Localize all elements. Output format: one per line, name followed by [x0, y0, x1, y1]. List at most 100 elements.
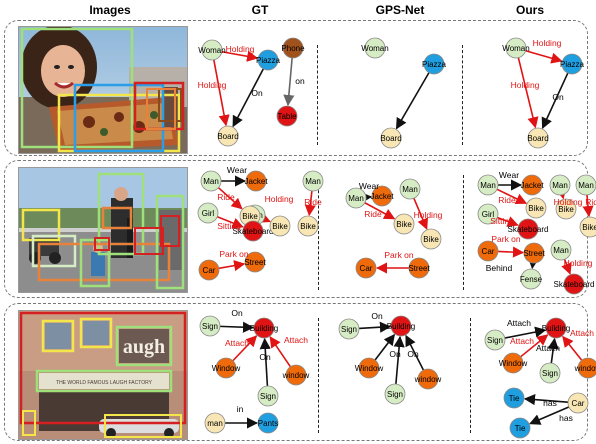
edge-label-window1-building: Attach: [225, 338, 249, 348]
node-label-sign2: Sign: [387, 390, 403, 399]
node-label-bike3: Bike: [300, 222, 316, 231]
node-label-window2: window: [574, 364, 596, 373]
node-label-bike2: Bike: [272, 222, 288, 231]
node-sign2: [257, 385, 279, 407]
edge-label-man2-bike2: Holding: [554, 197, 583, 207]
node-car: [567, 392, 589, 414]
node-woman: [201, 39, 223, 61]
edge-label-sign1-building: On: [231, 308, 243, 318]
edge-car-tie1: [523, 394, 569, 406]
node-girl: [477, 203, 499, 225]
separator-r3-a: [318, 318, 319, 433]
node-street: [408, 257, 430, 279]
edge-man1-bike1: [217, 187, 243, 210]
node-board: [217, 125, 239, 147]
node-label-sign1: Sign: [341, 325, 357, 334]
node-man3: [575, 174, 596, 196]
node-skateboard2: [563, 273, 585, 295]
header-gpsnet: GPS-Net: [375, 3, 425, 17]
node-bike2: [269, 215, 291, 237]
edge-man3-bike3: [582, 194, 594, 218]
edge-sign2-building: [259, 337, 271, 387]
node-label-window2: window: [414, 375, 442, 384]
node-fense: [520, 268, 542, 290]
edge-car-tie2: [529, 406, 570, 425]
edge-label-sign2-building: On: [389, 349, 401, 359]
node-man1: [345, 187, 367, 209]
separator-r1-b: [462, 45, 463, 145]
edge-label-window2-building: Attach: [284, 335, 308, 345]
node-label-sign2: Sign: [260, 392, 276, 401]
edge-label-man1-jacket: Wear: [227, 165, 247, 175]
node-sign1: [338, 318, 360, 340]
node-man: [204, 412, 226, 434]
node-sign1: [484, 329, 506, 351]
node-label-bike2: Bike: [558, 205, 574, 214]
node-label-man1: Man: [348, 194, 364, 203]
node-pants: [257, 412, 279, 434]
node-jacket: [371, 185, 393, 207]
edge-woman-board: [517, 57, 539, 129]
node-bike2: [555, 198, 577, 220]
edge-car-street: [218, 260, 246, 272]
node-man1: [477, 174, 499, 196]
node-skateboard: [242, 220, 264, 242]
node-label-skateboard1: Skateboard: [508, 225, 549, 234]
edge-label-man1-bike1: Ride: [364, 209, 382, 219]
separator-r2-a: [318, 175, 319, 290]
shop-banner-text: THE WORLD FAMOUS LAUGH FACTORY: [56, 380, 153, 386]
node-window2: [417, 368, 439, 390]
edge-label-man3-bike3: Ride: [304, 197, 322, 207]
node-label-bike1: Bike: [242, 212, 258, 221]
edge-label-man1-jacket: Wear: [359, 181, 379, 191]
node-sign2: [539, 362, 561, 384]
edge-man2-bike2: [258, 212, 271, 223]
node-jacket: [521, 174, 543, 196]
node-girl: [197, 202, 219, 224]
edge-label-sign2-building: Attach: [536, 343, 560, 353]
edge-phone-table: [283, 57, 295, 107]
edge-label-man2-bike2: Holding: [265, 194, 294, 204]
node-label-sign1: Sign: [202, 322, 218, 331]
edge-label-phone-table: on: [295, 76, 305, 86]
edge-sign1-building: [358, 321, 392, 333]
edge-label-man3-bike3: Ride: [585, 197, 596, 207]
node-label-man3: Man: [305, 177, 321, 186]
separator-r2-b: [463, 175, 464, 290]
node-sign2: [384, 383, 406, 405]
node-label-man1: Man: [480, 181, 496, 190]
edge-window1-building: [520, 334, 549, 358]
edge-label-car-tie1: has: [543, 398, 557, 408]
node-label-man4: Man: [553, 246, 569, 255]
edge-man2-bike2: [413, 197, 429, 230]
node-window1: [358, 357, 380, 379]
separator-r1-a: [317, 45, 318, 145]
node-label-building: Building: [250, 324, 278, 333]
edge-window2-building: [562, 335, 583, 361]
edge-label-woman-pizza: Holding: [533, 38, 562, 48]
photo-storefront: augh THE WORLD FAMOUS LAUGH FACTORY: [18, 310, 188, 440]
node-label-pizza: Piazza: [422, 60, 447, 69]
node-label-street: Street: [244, 258, 266, 267]
node-label-pizza: Piazza: [256, 56, 281, 65]
node-bike2: [420, 228, 442, 250]
node-label-window1: Window: [499, 359, 528, 368]
node-table: [276, 105, 298, 127]
edge-sign2-building: [547, 337, 559, 364]
node-label-girl: Girl: [482, 210, 495, 219]
edge-sign1-building: [219, 321, 255, 333]
edge-label-car-street: Park on: [219, 249, 249, 259]
edge-label-pizza-board: On: [552, 92, 564, 102]
edge-pizza-board: [395, 72, 430, 130]
edge-label-sign1-building: On: [371, 311, 383, 321]
node-label-bike1: Bike: [528, 204, 544, 213]
node-label-bike3: Bike: [582, 223, 596, 232]
edge-label-street-fense: Behind: [486, 263, 513, 273]
node-label-tie1: Tie: [509, 394, 520, 403]
node-window2: [285, 364, 307, 386]
